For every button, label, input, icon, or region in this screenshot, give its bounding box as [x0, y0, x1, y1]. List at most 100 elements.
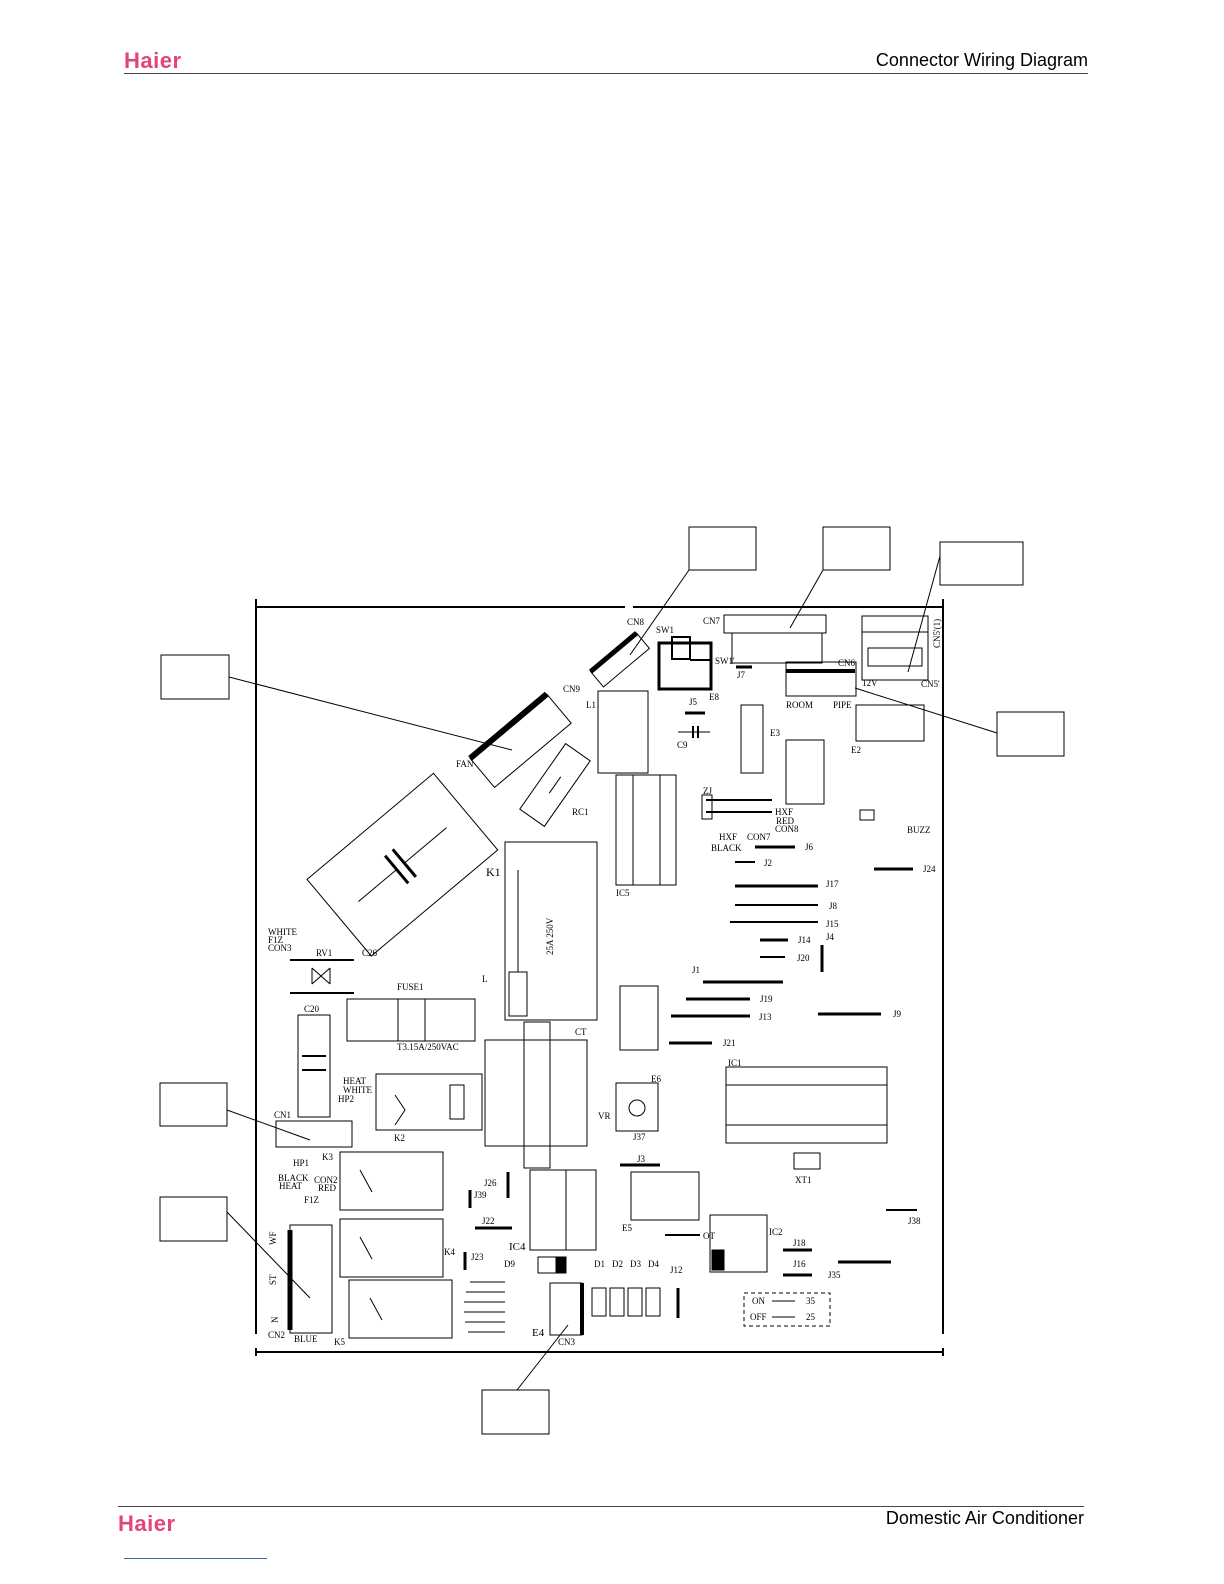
footer-logo: Haier [118, 1511, 176, 1537]
label-j24: J24 [923, 864, 936, 874]
label-black2: BLACK [278, 1173, 309, 1183]
label-relay-rating: 25A 250V [545, 917, 555, 955]
header-logo: Haier [124, 48, 182, 74]
label-vr: VR [598, 1111, 611, 1121]
label-k3: K3 [322, 1152, 333, 1162]
label-zj: ZJ [703, 786, 712, 796]
label-c9: C9 [677, 740, 688, 750]
label-j2: J2 [764, 858, 772, 868]
label-j13: J13 [759, 1012, 772, 1022]
footer-title: Domestic Air Conditioner [885, 1508, 1084, 1528]
label-j1: J1 [692, 965, 700, 975]
label-blue: BLUE [294, 1334, 318, 1344]
label-d4: D4 [648, 1259, 659, 1269]
label-c26: C26 [362, 948, 378, 958]
label-buzz: BUZZ [907, 825, 931, 835]
label-e8: E8 [709, 692, 719, 702]
label-xt1: XT1 [795, 1175, 812, 1185]
footer-logo-text: Haier [118, 1511, 176, 1536]
label-l1: L1 [586, 700, 596, 710]
label-cn1: CN1 [274, 1110, 291, 1120]
label-cn6: CN6 [838, 658, 856, 668]
label-con2: CON2 [314, 1175, 338, 1185]
label-ic4: IC4 [509, 1241, 526, 1253]
label-heat: HEAT [343, 1076, 366, 1086]
page-title: Connector Wiring Diagram [875, 50, 1088, 70]
label-on: ON [752, 1296, 765, 1306]
label-cn5: CN5' [921, 679, 940, 689]
label-hxf-black: HXF [719, 832, 737, 842]
label-pipe: PIPE [833, 700, 852, 710]
header-logo-text: Haier [124, 48, 182, 73]
label-j9: J9 [893, 1009, 902, 1019]
label-off: OFF [750, 1312, 767, 1322]
label-k1: K1 [486, 865, 501, 879]
label-cn9: CN9 [563, 684, 581, 694]
label-j19: J19 [760, 994, 773, 1004]
label-l: L [482, 974, 488, 984]
label-d2: D2 [612, 1259, 623, 1269]
callout-box-1 [688, 526, 757, 571]
label-heat2: HEAT [279, 1181, 302, 1191]
label-j4: J4 [826, 932, 835, 942]
label-j8: J8 [829, 901, 838, 911]
label-rc1: RC1 [572, 807, 589, 817]
label-hxf-red: HXF [775, 807, 793, 817]
label-e2: E2 [851, 745, 861, 755]
label-j26: J26 [484, 1178, 497, 1188]
label-n: N [270, 1316, 280, 1323]
label-cn7: CN7 [703, 616, 721, 626]
label-sw1: SW1 [656, 625, 674, 635]
label-j3: J3 [637, 1154, 646, 1164]
label-j5: J5 [689, 697, 698, 707]
label-j12: J12 [670, 1265, 683, 1275]
label-red: RED [776, 816, 795, 826]
label-d3: D3 [630, 1259, 641, 1269]
label-hp2: HP2 [338, 1094, 354, 1104]
label-white2: WHITE [343, 1085, 372, 1095]
label-con3: CON3 [268, 943, 292, 953]
label-cn3: CN3 [558, 1337, 576, 1347]
label-ot: OT [703, 1231, 715, 1241]
label-f1z2: F1Z [304, 1195, 319, 1205]
callout-box-8 [481, 1389, 550, 1435]
label-d1: D1 [594, 1259, 605, 1269]
footer-link-underline [124, 1558, 267, 1559]
label-room: ROOM [786, 700, 813, 710]
label-e5: E5 [622, 1223, 632, 1233]
label-j15: J15 [826, 919, 839, 929]
footer-rule [118, 1506, 1084, 1507]
label-j6: J6 [805, 842, 814, 852]
label-ic5: IC5 [616, 888, 630, 898]
label-red2: RED [318, 1183, 337, 1193]
label-sw1p: SW1' [715, 656, 735, 666]
label-cn5-1: CN5'(1) [932, 619, 942, 648]
label-st: ST [268, 1274, 278, 1285]
label-j22: J22 [482, 1216, 495, 1226]
callout-box-6 [159, 1082, 228, 1127]
label-con7: CON7 [747, 832, 771, 842]
label-e6: E6 [651, 1074, 661, 1084]
label-j14: J14 [798, 935, 811, 945]
label-j39: J39 [474, 1190, 487, 1200]
label-fuse-rating: T3.15A/250VAC [397, 1042, 459, 1052]
label-j38: J38 [908, 1216, 921, 1226]
callout-box-2 [822, 526, 891, 571]
label-con8: CON8 [775, 824, 799, 834]
label-e3: E3 [770, 728, 780, 738]
label-j35: J35 [828, 1270, 841, 1280]
label-j16: J16 [793, 1259, 806, 1269]
label-cn2: CN2 [268, 1330, 285, 1340]
label-12v: 12V [862, 678, 878, 688]
callout-box-4 [160, 654, 230, 700]
label-j21: J21 [723, 1038, 736, 1048]
callout-box-7 [159, 1196, 228, 1242]
label-rv1: RV1 [316, 948, 332, 958]
header-rule [124, 73, 1088, 74]
label-cn8: CN8 [627, 617, 645, 627]
label-j7: J7 [737, 670, 746, 680]
label-ic2: IC2 [769, 1227, 783, 1237]
label-k2: K2 [394, 1133, 405, 1143]
label-black: BLACK [711, 843, 742, 853]
